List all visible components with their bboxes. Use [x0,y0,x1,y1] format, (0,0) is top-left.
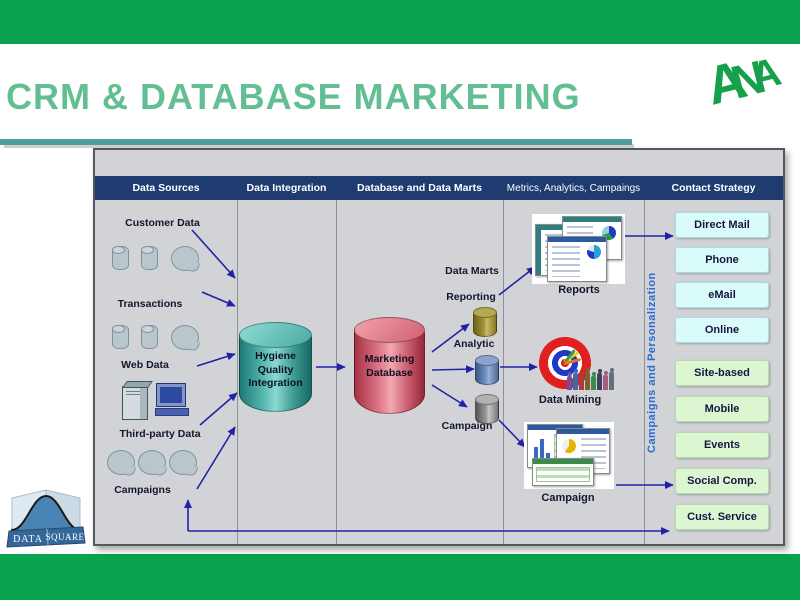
label-campaigns: Campaigns [114,484,171,496]
marketing-cylinder-label: Marketing Database [364,353,415,379]
channel-events: Events [675,432,769,458]
channel-phone: Phone [675,247,769,273]
analytic-mart-cylinder [475,355,499,385]
label-third-party-data: Third-party Data [119,428,201,440]
people-group-icon [567,368,614,390]
label-campaign-mart: Campaign [441,420,493,432]
label-transactions: Transactions [117,298,183,310]
column-divider [237,200,238,544]
reports-screenshot-image [532,214,625,284]
column-header-bar [95,176,783,200]
database-icon [112,246,129,275]
channel-email: eMail [675,282,769,308]
hygiene-quality-integration-cylinder: Hygiene Quality Integration [239,322,312,412]
column-header-data-sources: Data Sources [132,182,200,194]
channel-social-comp: Social Comp. [675,468,769,494]
ana-logo: ANA [700,49,785,117]
campaign-mart-cylinder [475,394,499,424]
column-divider [336,200,337,544]
diagram-panel: Data Sources Data Integration Database a… [93,148,785,546]
data-bubble-icon [171,246,199,276]
column-divider [644,200,645,544]
column-divider [503,200,504,544]
title-divider-rule [0,139,632,145]
desktop-computer-icon [156,383,186,407]
data-bubble-icon [171,325,199,355]
column-header-data-integration: Data Integration [246,182,327,194]
bottom-green-bar [0,554,800,600]
campaign-screenshot-image [524,422,614,489]
slide-title: CRM & DATABASE MARKETING [6,76,581,117]
channel-online: Online [675,317,769,343]
label-web-data: Web Data [121,359,169,371]
data-square-word1: DATA [13,534,43,545]
data-bubble-icon [138,450,166,480]
channel-cust-service: Cust. Service [675,504,769,530]
database-icon [112,325,129,354]
label-data-marts: Data Marts [445,265,499,277]
column-header-database-data-marts: Database and Data Marts [357,182,482,194]
data-square-word2: SQUARE [45,532,84,542]
top-green-bar [0,0,800,44]
label-analytic: Analytic [453,338,495,350]
campaigns-personalization-vertical-label: Campaigns and Personalization [646,272,658,454]
label-customer-data: Customer Data [125,217,200,229]
label-reports: Reports [558,284,600,296]
channel-mobile: Mobile [675,396,769,422]
channel-site-based: Site-based [675,360,769,386]
desktop-base-icon [155,408,189,416]
marketing-database-cylinder: Marketing Database [354,317,425,414]
column-header-contact-strategy: Contact Strategy [671,182,756,194]
data-bubble-icon [107,450,135,480]
database-icon [141,325,158,354]
column-header-metrics-analytics: Metrics, Analytics, Campaings [506,182,641,194]
hygiene-cylinder-label: Hygiene Quality Integration [248,350,303,390]
channel-direct-mail: Direct Mail [675,212,769,238]
label-campaign-output: Campaign [541,492,595,504]
data-bubble-icon [169,450,197,480]
database-icon [141,246,158,275]
data-square-logo: DATA SQUARE [4,476,88,555]
reporting-mart-cylinder [473,307,497,337]
server-tower-icon [122,386,148,420]
label-data-mining: Data Mining [538,394,602,406]
label-reporting: Reporting [446,291,496,303]
